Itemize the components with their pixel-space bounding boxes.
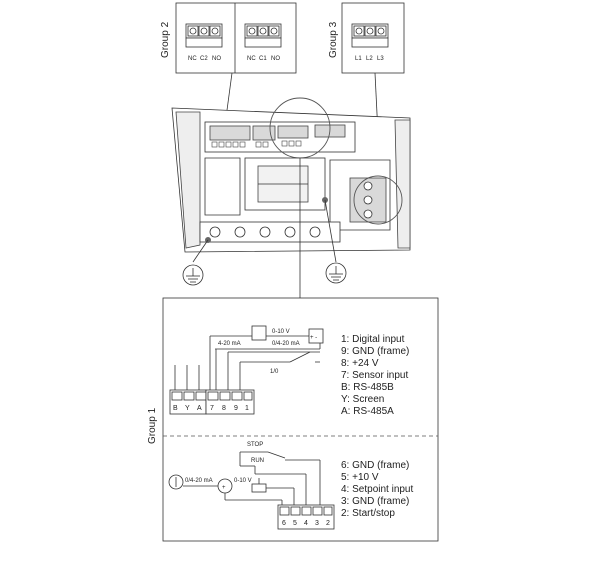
legend-item: 9: GND (frame) [341, 346, 409, 357]
terminal-label: 8 [222, 405, 226, 412]
legend-item: B: RS-485B [341, 382, 394, 393]
current-label: 0/4-20 mA [272, 341, 300, 347]
group1-box: Group 1 [147, 297, 439, 542]
legend-item: Y: Screen [341, 394, 384, 405]
legend-item: 1: Digital input [341, 334, 405, 345]
legend-item: A: RS-485A [341, 406, 394, 417]
current-label: 4-20 mA [218, 341, 241, 347]
group2-label: Group 2 [160, 21, 171, 58]
device-illustration [171, 97, 411, 253]
group2-right-terminal-block: NC C1 NO [244, 23, 282, 62]
group3-label: Group 3 [328, 21, 339, 58]
run-label: RUN [251, 458, 264, 464]
terminal-label: 2 [326, 520, 330, 527]
terminal-label: L3 [377, 56, 384, 62]
legend-item: 2: Start/stop [341, 508, 395, 519]
current-label: 0/4-20 mA [185, 478, 213, 484]
group1-label: Group 1 [147, 407, 158, 444]
ground-icon [324, 199, 347, 284]
voltage-label: 0-10 V [234, 478, 252, 484]
terminal-label: NC [188, 56, 197, 62]
lower-wiring: STOP RUN 0/4-20 mA + 0-10 V 6 [168, 442, 413, 530]
terminal-label: 3 [315, 520, 319, 527]
legend-item: 5: +10 V [341, 472, 379, 483]
terminal-label: 6 [282, 520, 286, 527]
terminal-label: B [173, 405, 178, 412]
legend-item: 7: Sensor input [341, 370, 408, 381]
legend-item: 6: GND (frame) [341, 460, 409, 471]
group3-box: Group 3 L1 L2 L3 [328, 2, 405, 74]
detail-circle [353, 175, 403, 225]
svg-text:+: + [222, 485, 226, 491]
group2-box: Group 2 NC C2 NO [160, 2, 297, 74]
terminal-label: 9 [234, 405, 238, 412]
legend-item: 4: Setpoint input [341, 484, 413, 495]
terminal-label: C1 [259, 56, 267, 62]
upper-wiring: 0-10 V + - 4-20 mA 0/4-20 mA 1/0 B Y A [169, 325, 409, 417]
terminal-label: Y [185, 405, 190, 412]
ground-icon [182, 239, 209, 286]
stop-label: STOP [247, 442, 263, 448]
switch-label: 1/0 [270, 369, 279, 375]
terminal-label: L2 [366, 56, 373, 62]
terminal-label: 5 [293, 520, 297, 527]
terminal-label: A [197, 405, 202, 412]
terminal-label: NC [247, 56, 256, 62]
terminal-label: 4 [304, 520, 308, 527]
legend-item: 8: +24 V [341, 358, 379, 369]
voltage-label: 0-10 V [272, 329, 290, 335]
terminal-label: L1 [355, 56, 362, 62]
terminal-label: NO [271, 56, 280, 62]
terminal-label: 1 [245, 405, 249, 412]
terminal-label: C2 [200, 56, 208, 62]
group2-left-terminal-block: NC C2 NO [185, 23, 223, 62]
terminal-label: 7 [210, 405, 214, 412]
legend-item: 3: GND (frame) [341, 496, 409, 507]
svg-text:+ -: + - [310, 335, 317, 341]
terminal-label: NO [212, 56, 221, 62]
